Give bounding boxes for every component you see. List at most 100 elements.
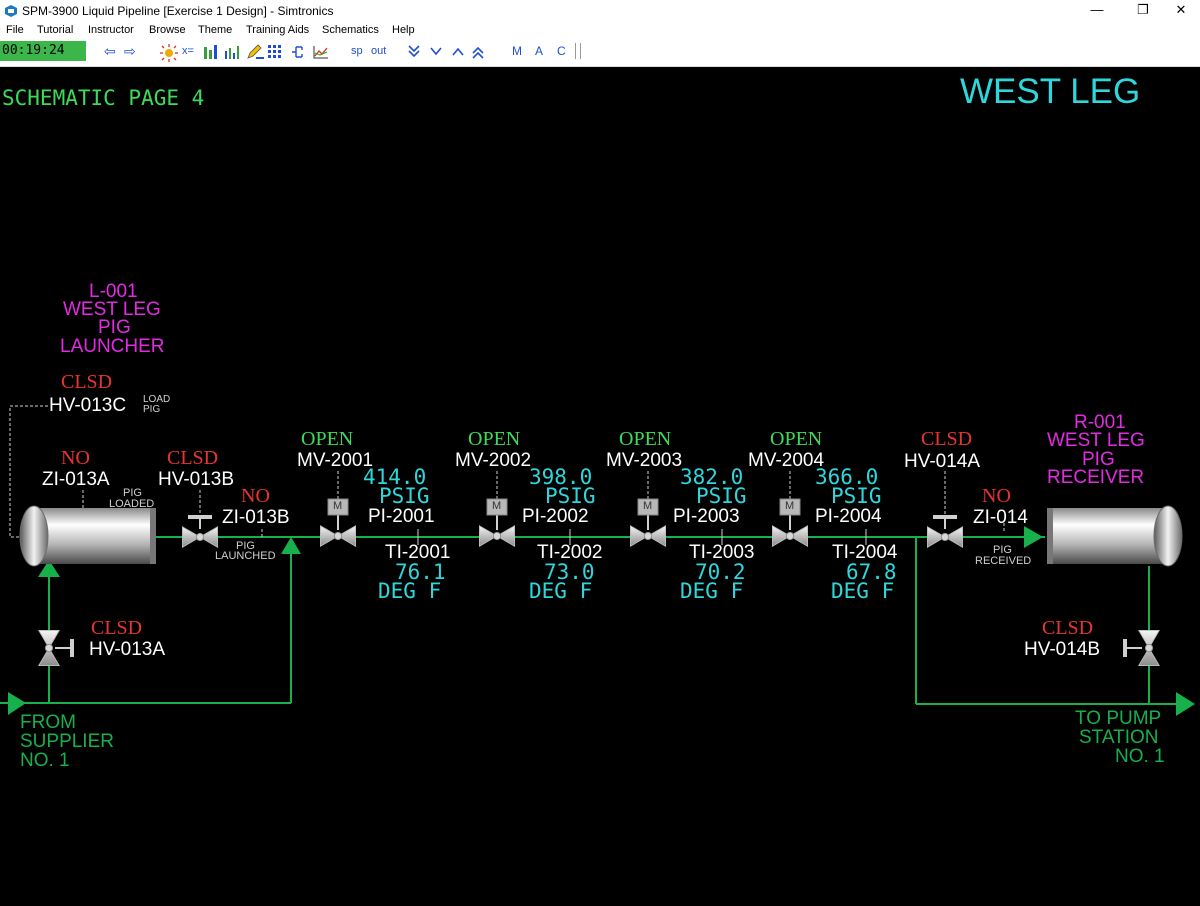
restore-button[interactable]: ❐ xyxy=(1137,2,1149,17)
launcher-label: LAUNCHER xyxy=(60,336,165,357)
outlet-label: STATION xyxy=(1079,727,1159,748)
mv-2004-valve-icon xyxy=(771,498,809,547)
pipeline-diagram xyxy=(0,405,1195,716)
receiver-label: RECEIVER xyxy=(1047,467,1145,488)
receiver-label: WEST LEG xyxy=(1047,430,1145,451)
ti-2004-value: 67.8 xyxy=(846,560,897,584)
menu-training-aids[interactable]: Training Aids xyxy=(246,24,310,36)
sun-icon[interactable] xyxy=(160,44,178,62)
pi-2002-tag[interactable]: PI-2002 xyxy=(522,506,589,527)
flow-arrows xyxy=(8,526,1195,716)
hv-014b-tag[interactable]: HV-014B xyxy=(1024,639,1101,660)
motor-symbol: M xyxy=(492,500,502,512)
toolbar-divider xyxy=(575,43,576,59)
zi-013b-tag[interactable]: ZI-013B xyxy=(222,507,290,528)
schematic-icon[interactable] xyxy=(290,44,306,60)
hv-013b-valve-icon xyxy=(181,515,219,548)
hv-014a-valve-icon xyxy=(926,515,964,548)
motor-symbol: M xyxy=(333,500,343,512)
window-title: SPM-3900 Liquid Pipeline [Exercise 1 Des… xyxy=(22,4,334,18)
ti-2002-tag[interactable]: TI-2002 xyxy=(537,542,603,563)
pipe-network xyxy=(0,536,1182,705)
output-button[interactable]: out xyxy=(371,45,387,57)
menu-help[interactable]: Help xyxy=(392,24,415,36)
signal-lines xyxy=(9,405,1005,538)
cascade-mode-button[interactable]: C xyxy=(557,44,566,58)
zi-013b-note: PIG xyxy=(236,540,255,552)
outlet-label: TO PUMP xyxy=(1075,708,1162,729)
ti-2004-unit: DEG F xyxy=(831,579,895,603)
menu-browse[interactable]: Browse xyxy=(149,24,186,36)
mv-2002-tag[interactable]: MV-2002 xyxy=(455,450,532,471)
close-button[interactable]: ✕ xyxy=(1175,2,1187,17)
hv-013c-tag[interactable]: HV-013C xyxy=(49,395,127,416)
mv-2001-tag[interactable]: MV-2001 xyxy=(297,450,374,471)
pencil-icon[interactable] xyxy=(246,44,264,60)
ti-2001-tag[interactable]: TI-2001 xyxy=(385,542,451,563)
auto-mode-button[interactable]: A xyxy=(535,44,544,58)
zi-013a-tag[interactable]: ZI-013A xyxy=(42,469,110,490)
page-label: SCHEMATIC PAGE 4 xyxy=(2,86,205,110)
pi-2004-value: 366.0 xyxy=(815,465,879,489)
equation-icon[interactable]: x= xyxy=(182,45,194,57)
hv-014b-status: CLSD xyxy=(1042,617,1094,639)
hv-013c-note: PIG xyxy=(143,404,161,415)
back-arrow-icon[interactable]: ⇦ xyxy=(104,43,116,59)
setpoint-button[interactable]: sp xyxy=(351,45,363,57)
mv-2001-valve-icon xyxy=(319,498,357,547)
pi-2003-tag[interactable]: PI-2003 xyxy=(673,506,740,527)
grid-icon[interactable] xyxy=(268,45,284,59)
inlet-label: SUPPLIER xyxy=(20,731,114,752)
pi-2004-unit: PSIG xyxy=(831,484,882,508)
mv-2003-tag[interactable]: MV-2003 xyxy=(606,450,683,471)
ti-2002-value: 73.0 xyxy=(544,560,595,584)
ti-2001-unit: DEG F xyxy=(378,579,442,603)
chart-icon[interactable] xyxy=(312,44,330,60)
zi-013b-note: LAUNCHED xyxy=(215,550,276,562)
forward-arrow-icon[interactable]: ⇨ xyxy=(124,43,136,59)
pi-2001-value: 414.0 xyxy=(363,465,427,489)
menu-theme[interactable]: Theme xyxy=(198,24,233,36)
hv-013b-tag[interactable]: HV-013B xyxy=(158,469,235,490)
menu-file[interactable]: File xyxy=(6,24,24,36)
simulation-clock: 00:19:24 xyxy=(0,41,86,61)
mv-2004-status: OPEN xyxy=(770,428,823,450)
mv-2004-tag[interactable]: MV-2004 xyxy=(748,450,825,471)
receiver-inlet-arrow-icon xyxy=(1024,526,1043,548)
receiver-label: PIG xyxy=(1082,449,1115,470)
hv-013a-status: CLSD xyxy=(91,617,143,639)
menu-schematics[interactable]: Schematics xyxy=(322,24,379,36)
manual-mode-button[interactable]: M xyxy=(512,44,522,58)
menu-tutorial[interactable]: Tutorial xyxy=(37,24,74,36)
zi-013a-note: LOADED xyxy=(109,498,155,510)
hv-013c-status: CLSD xyxy=(61,371,113,393)
pi-2002-unit: PSIG xyxy=(545,484,596,508)
title-bar: SPM-3900 Liquid Pipeline [Exercise 1 Des… xyxy=(0,0,1200,22)
menu-instructor[interactable]: Instructor xyxy=(88,24,134,36)
pi-2003-unit: PSIG xyxy=(696,484,747,508)
instrument-taps xyxy=(417,529,867,545)
hv-014a-tag[interactable]: HV-014A xyxy=(904,451,981,472)
hv-013a-valve-icon xyxy=(38,629,74,667)
pi-2001-tag[interactable]: PI-2001 xyxy=(368,506,435,527)
mv-2001-status: OPEN xyxy=(301,428,354,450)
launcher-label: WEST LEG xyxy=(63,299,161,320)
trend-bars-icon[interactable] xyxy=(224,45,240,59)
mv-2002-valve-icon xyxy=(478,498,516,547)
ti-2003-tag[interactable]: TI-2003 xyxy=(689,542,755,563)
bar-levels-icon[interactable] xyxy=(203,45,219,59)
hv-013a-tag[interactable]: HV-013A xyxy=(89,639,166,660)
zi-014-status: NO xyxy=(982,485,1011,507)
launcher-bypass-arrow-icon xyxy=(281,537,301,554)
inlet-label: FROM xyxy=(20,712,76,733)
pi-2001-unit: PSIG xyxy=(379,484,430,508)
launcher-inlet-arrow-icon xyxy=(38,560,60,577)
minimize-button[interactable]: — xyxy=(1090,2,1104,17)
zi-014-tag[interactable]: ZI-014 xyxy=(973,507,1028,528)
slow-up-icon xyxy=(452,47,464,56)
outlet-arrow-icon xyxy=(1176,692,1195,716)
app-icon xyxy=(5,5,17,17)
pi-2004-tag[interactable]: PI-2004 xyxy=(815,506,882,527)
mv-2003-status: OPEN xyxy=(619,428,672,450)
ti-2004-tag[interactable]: TI-2004 xyxy=(832,542,898,563)
